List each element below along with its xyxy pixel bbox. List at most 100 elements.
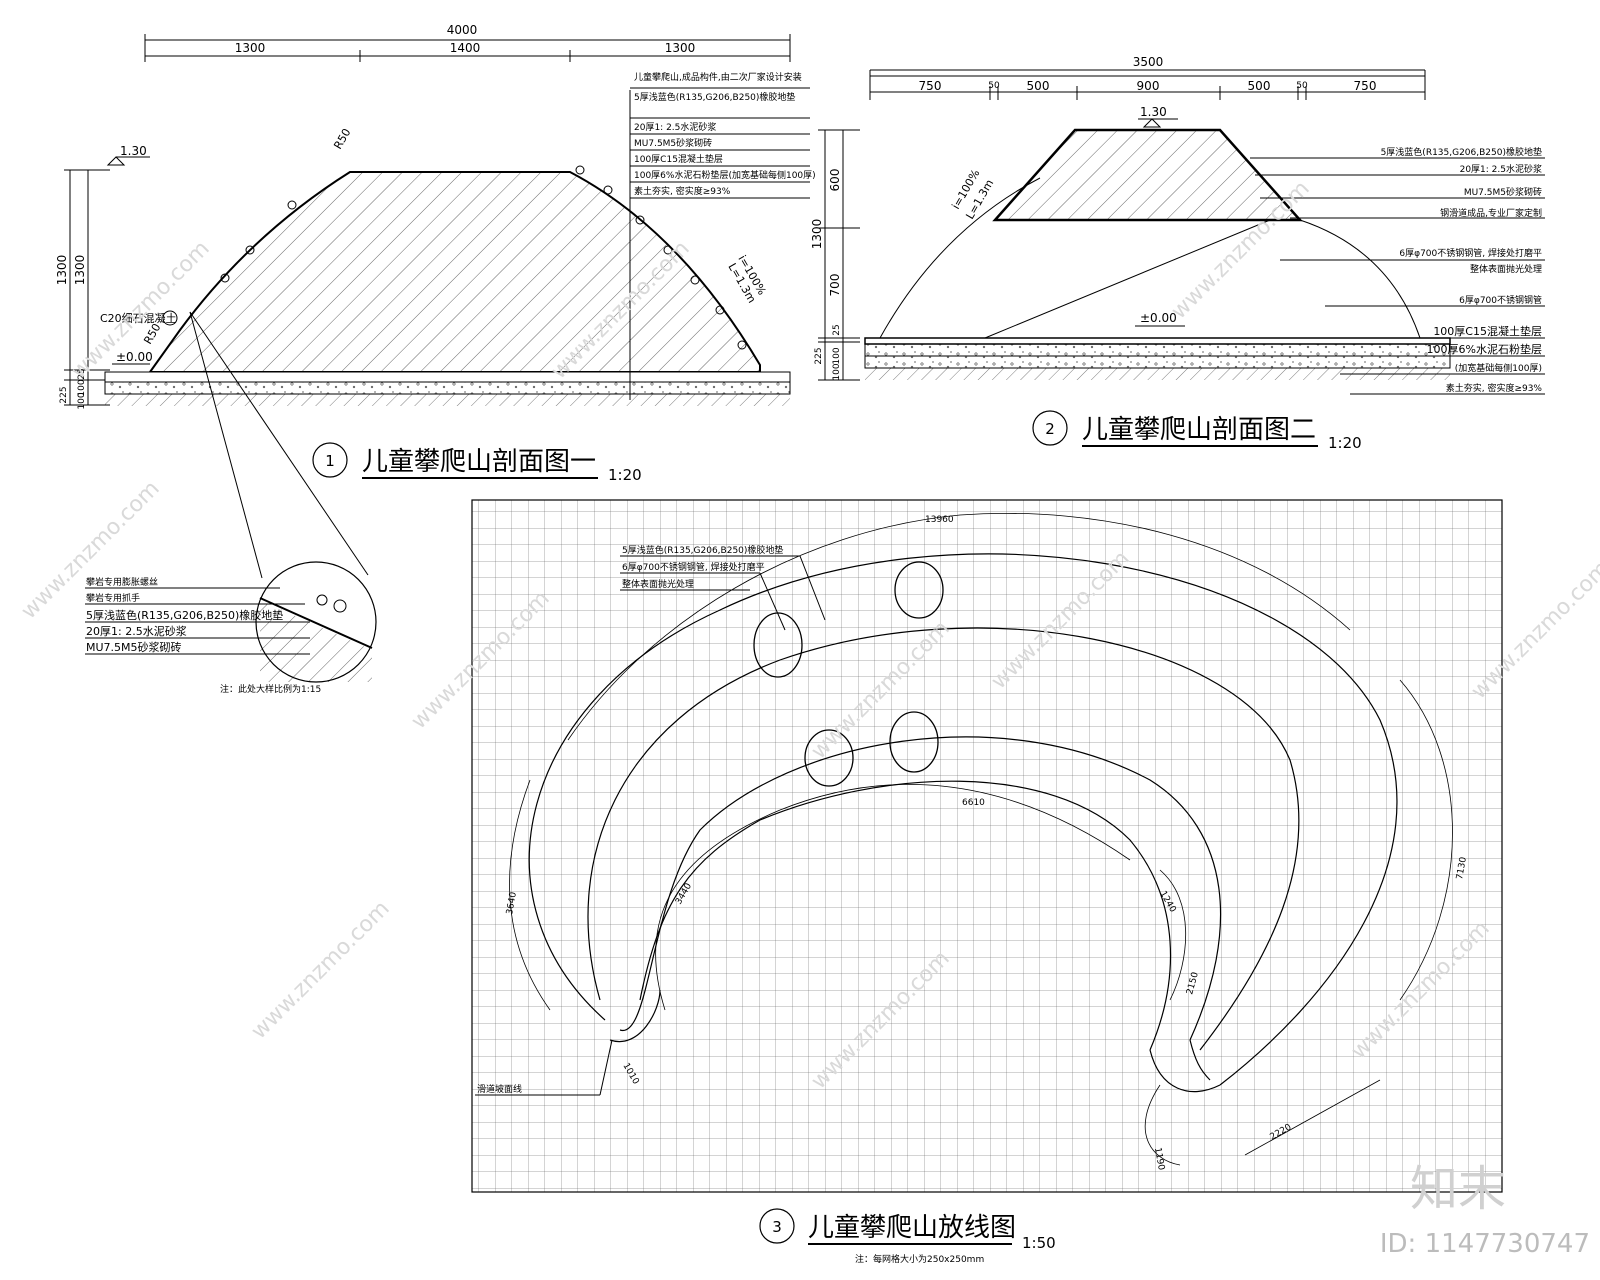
plan-grid [471, 499, 1503, 1193]
svg-text:600: 600 [828, 169, 842, 192]
svg-text:13960: 13960 [925, 515, 954, 525]
svg-text:钢滑道成品,专业厂家定制: 钢滑道成品,专业厂家定制 [1440, 207, 1542, 219]
svg-text:25: 25 [832, 324, 842, 335]
svg-text:7130: 7130 [1455, 856, 1469, 881]
svg-text:2: 2 [1045, 420, 1055, 438]
detail-callout: 攀岩专用膨胀螺丝 攀岩专用抓手 5厚浅蓝色(R135,G206,B250)橡胶地… [85, 311, 377, 695]
asset-id: ID: 1147730747 [1380, 1229, 1590, 1259]
section-2: 3500 750 50 500 900 500 50 750 600 1300 … [810, 55, 1545, 452]
svg-text:www.znzmo.com: www.znzmo.com [247, 896, 395, 1044]
plan-dim-arcs [509, 512, 1453, 1166]
svg-text:700: 700 [828, 274, 842, 297]
s2-mound-top [992, 128, 1303, 222]
s1-vdim-1: 1300 [55, 255, 69, 286]
s1-note-2: 20厚1: 2.5水泥砂浆 [634, 121, 716, 133]
s1-dim-total: 4000 [447, 23, 478, 37]
svg-text:1.30: 1.30 [1140, 105, 1167, 119]
svg-text:素土夯实, 密实度≥93%: 素土夯实, 密实度≥93% [1446, 382, 1543, 394]
svg-text:500: 500 [1027, 79, 1050, 93]
s1-dim-seg-1: 1300 [235, 41, 266, 55]
svg-text:5厚浅蓝色(R135,G206,B250)橡胶地垫: 5厚浅蓝色(R135,G206,B250)橡胶地垫 [622, 544, 783, 556]
detail-note-3: 20厚1: 2.5水泥砂浆 [86, 624, 187, 638]
s1-radius-top: R50 [331, 126, 353, 151]
svg-text:6610: 6610 [962, 798, 985, 808]
svg-text:1300: 1300 [810, 219, 824, 250]
svg-text:500: 500 [1248, 79, 1271, 93]
s2-scale: 1:20 [1328, 434, 1362, 452]
s1-gravel-layer [104, 381, 791, 395]
plan-footnote: 注：每网格大小为250x250mm [855, 1253, 984, 1265]
s1-level-ground: ±0.00 [112, 350, 153, 365]
detail-note-0: 攀岩专用膨胀螺丝 [86, 576, 158, 588]
svg-text:750: 750 [1354, 79, 1377, 93]
svg-text:3640: 3640 [505, 891, 519, 916]
svg-text:整体表面抛光处理: 整体表面抛光处理 [622, 578, 694, 590]
plan-notes: 5厚浅蓝色(R135,G206,B250)橡胶地垫 6厚φ700不锈钢钢管, 焊… [475, 544, 826, 1096]
section1-dimensions: 4000 1300 1400 1300 [144, 23, 791, 62]
s1-note-6: 素土夯实, 密实度≥93% [634, 185, 731, 197]
s1-soil-layer [105, 394, 790, 406]
s1-dim-seg-3: 1300 [665, 41, 696, 55]
detail-note-1: 攀岩专用抓手 [86, 592, 140, 604]
s1-scale: 1:20 [608, 466, 642, 484]
svg-text:6厚φ700不锈钢钢管, 焊接处打磨平: 6厚φ700不锈钢钢管, 焊接处打磨平 [1399, 247, 1542, 259]
s2-gravel-layer [864, 343, 1451, 357]
s1-dim-seg-2: 1400 [450, 41, 481, 55]
plan-edge-note: 滑道坡面线 [477, 1083, 522, 1095]
svg-text:1.30: 1.30 [120, 144, 147, 158]
section2-vertical-dimensions: 600 1300 700 25 225 100 100 [810, 129, 860, 381]
svg-text:6厚φ700不锈钢钢管, 焊接处打磨平: 6厚φ700不锈钢钢管, 焊接处打磨平 [622, 561, 765, 573]
detail-note-4: MU7.5M5砂浆砌砖 [86, 640, 182, 654]
svg-text:±0.00: ±0.00 [116, 350, 153, 364]
svg-text:50: 50 [1296, 81, 1308, 91]
section-1: 4000 1300 1400 1300 1300 1300 25 225 100… [55, 23, 816, 484]
s1-mound [148, 171, 761, 373]
plan-title-block: 3 儿童攀爬山放线图 1:50 注：每网格大小为250x250mm [759, 1208, 1056, 1265]
s1-vdim-4: 225 [59, 386, 69, 403]
s1-climbing-holds [220, 165, 747, 350]
s1-vdim-6: 100 [77, 392, 87, 409]
plan-climb-bands [528, 553, 1398, 1093]
s2-slide-left [879, 177, 1041, 339]
plan-title: 儿童攀爬山放线图 [808, 1213, 1016, 1243]
svg-text:±0.00: ±0.00 [1140, 311, 1177, 325]
svg-text:100: 100 [832, 347, 842, 364]
svg-text:3: 3 [772, 1218, 782, 1236]
s1-note-1: 5厚浅蓝色(R135,G206,B250)橡胶地垫 [634, 91, 795, 103]
section2-dimensions: 3500 750 50 500 900 500 50 750 [869, 55, 1426, 100]
brand-logo: 知末 [1410, 1161, 1506, 1217]
svg-text:100厚C15混凝土垫层: 100厚C15混凝土垫层 [1433, 324, 1542, 338]
s2-title-block: 2 儿童攀爬山剖面图二 1:20 [1032, 410, 1362, 452]
svg-text:750: 750 [919, 79, 942, 93]
s1-note-4: 100厚C15混凝土垫层 [634, 153, 723, 165]
s1-radius-bottom: R50 [141, 321, 163, 346]
detail-note-2: 5厚浅蓝色(R135,G206,B250)橡胶地垫 [86, 608, 283, 622]
detail-footnote: 注：此处大样比例为1:15 [220, 683, 321, 695]
plan-scale: 1:50 [1022, 1234, 1056, 1252]
s2-title: 儿童攀爬山剖面图二 [1082, 415, 1316, 445]
s1-vdim-3: 25 [77, 368, 87, 379]
s1-level-top: 1.30 [106, 144, 150, 166]
s1-vdim-2: 1300 [73, 255, 87, 286]
svg-text:225: 225 [814, 347, 824, 364]
section1-vertical-dimensions: 1300 1300 25 225 100 100 [55, 169, 110, 410]
s2-concrete-layer [864, 337, 1451, 345]
s1-vdim-5: 100 [77, 379, 87, 396]
s1-note-3: MU7.5M5砂浆砌砖 [634, 137, 712, 149]
svg-text:整体表面抛光处理: 整体表面抛光处理 [1470, 263, 1542, 275]
svg-text:MU7.5M5砂浆砌砖: MU7.5M5砂浆砌砖 [1464, 186, 1542, 198]
s2-soil-layer [865, 368, 1450, 380]
s2-slide-right [1299, 219, 1421, 339]
plan-view: 13960 6610 3640 3440 7130 1240 2150 1010… [471, 499, 1503, 1265]
s1-notes: 儿童攀爬山,成品构件,由二次厂家设计安装 5厚浅蓝色(R135,G206,B25… [630, 71, 816, 199]
svg-text:20厚1: 2.5水泥砂浆: 20厚1: 2.5水泥砂浆 [1460, 163, 1542, 175]
s1-title: 儿童攀爬山剖面图一 [362, 447, 596, 477]
svg-text:50: 50 [988, 81, 1000, 91]
svg-text:1190: 1190 [1152, 1147, 1166, 1172]
svg-text:1: 1 [325, 452, 335, 470]
svg-text:5厚浅蓝色(R135,G206,B250)橡胶地垫: 5厚浅蓝色(R135,G206,B250)橡胶地垫 [1381, 146, 1542, 158]
s1-concrete-note: C20细石混凝土 [100, 311, 177, 325]
svg-text:900: 900 [1137, 79, 1160, 93]
s2-stone-layer [864, 355, 1451, 369]
